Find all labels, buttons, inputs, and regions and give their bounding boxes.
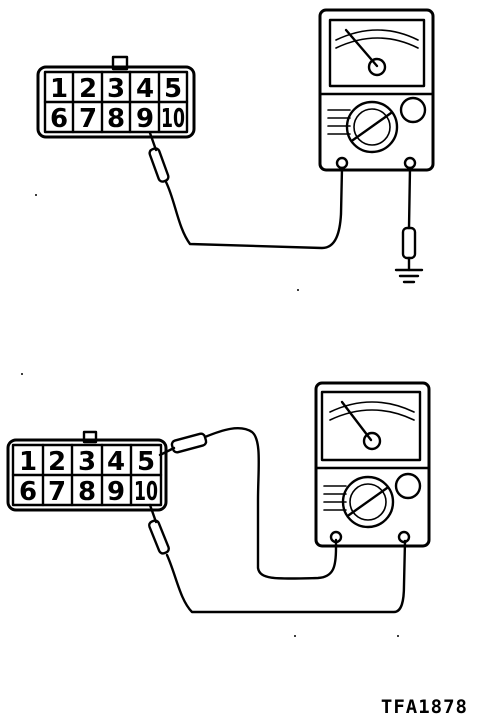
pin-label: 10 — [134, 477, 158, 507]
ground-lead — [407, 166, 412, 230]
test-probe-icon — [148, 503, 170, 555]
multimeter-icon — [318, 8, 435, 172]
pin-label: 9 — [136, 104, 154, 134]
pin-label: 8 — [107, 104, 125, 134]
connector-icon: 1 2 3 4 5 6 7 8 9 10 — [36, 55, 196, 139]
ground-symbol-icon — [394, 256, 424, 284]
pin-label: 4 — [136, 74, 154, 104]
multimeter-icon — [314, 381, 431, 548]
connector-icon: 1 2 3 4 5 6 7 8 9 10 — [6, 430, 168, 512]
pin-label: 2 — [79, 74, 97, 104]
test-probe-icon — [158, 432, 208, 457]
top-test-setup: 1 2 3 4 5 6 7 8 9 10 — [36, 8, 435, 284]
pin-label: 1 — [19, 447, 37, 477]
pin-label: 1 — [50, 74, 68, 104]
pin-label: 3 — [78, 447, 96, 477]
scan-specks — [21, 194, 399, 637]
test-lead — [165, 539, 407, 614]
pin-label: 10 — [161, 104, 185, 134]
test-lead — [203, 427, 338, 580]
bottom-test-setup: 1 2 3 4 5 6 7 8 9 10 — [6, 381, 431, 614]
pin-label: 3 — [107, 74, 125, 104]
pin-label: 6 — [19, 477, 37, 507]
pin-label: 8 — [78, 477, 96, 507]
pin-label: 7 — [48, 477, 66, 507]
pin-label: 5 — [137, 447, 155, 477]
pin-label: 2 — [48, 447, 66, 477]
pin-label: 7 — [79, 104, 97, 134]
test-probe-icon — [401, 226, 417, 260]
test-lead — [164, 166, 344, 250]
test-probe-icon — [148, 131, 170, 183]
pin-label: 5 — [164, 74, 182, 104]
pin-label: 6 — [50, 104, 68, 134]
pin-label: 9 — [107, 477, 125, 507]
pin-label: 4 — [107, 447, 125, 477]
figure-reference-code: TFA1878 — [381, 696, 468, 718]
